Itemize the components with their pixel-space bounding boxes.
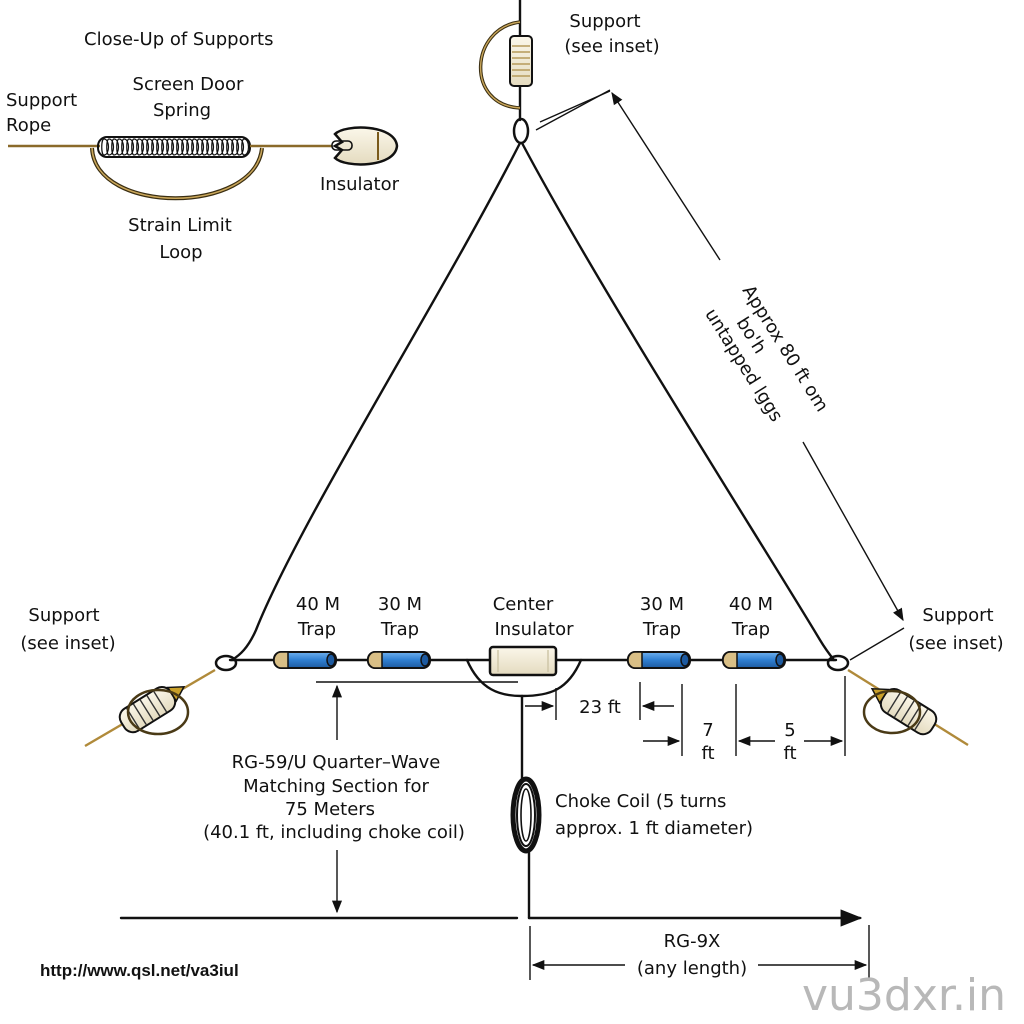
dim-5ft-label-2: ft	[783, 743, 796, 764]
right-support-label-1: Support	[922, 605, 993, 626]
matching-label-4: (40.1 ft, including choke coil)	[203, 822, 465, 843]
trap-40m-left	[273, 651, 337, 669]
source-url[interactable]: http://www.qsl.net/va3iul	[40, 961, 239, 980]
left-leg-wire	[230, 141, 522, 662]
matching-label-3: 75 Meters	[285, 799, 375, 820]
inset-close-up: Close-Up of Supports Support Rope Screen…	[6, 29, 400, 263]
trap-30m-right-label-2: Trap	[642, 619, 681, 640]
strain-loop-label-1: Strain Limit	[128, 215, 232, 236]
trap-40m-left-label-1: 40 M	[296, 594, 340, 615]
matching-label-1: RG-59/U Quarter–Wave	[232, 752, 441, 773]
trap-30m-left-label-1: 30 M	[378, 594, 422, 615]
spring-label-2: Spring	[153, 100, 211, 121]
right-support: Support (see inset)	[826, 605, 1004, 747]
dim-7ft-label-2: ft	[701, 743, 714, 764]
matching-label-2: Matching Section for	[243, 776, 429, 797]
support-rope-label-2: Rope	[6, 115, 51, 136]
inset-title: Close-Up of Supports	[84, 29, 273, 50]
center-insulator-label-2: Insulator	[494, 619, 574, 640]
choke-coil-label-2: approx. 1 ft diameter)	[555, 818, 753, 839]
feedline-label-1: RG-9X	[664, 931, 721, 952]
leg-dim-ext	[539, 90, 611, 123]
trap-40m-left-label-2: Trap	[297, 619, 336, 640]
left-support: Support (see inset)	[20, 605, 238, 748]
right-leg-wire	[520, 141, 836, 662]
top-insulator-icon	[509, 35, 533, 87]
dim-23ft-label: 23 ft	[579, 697, 621, 718]
dim-7ft-label-1: 7	[702, 720, 713, 741]
inset-insulator-icon	[331, 126, 399, 166]
support-rope-label-1: Support	[6, 90, 77, 111]
trap-30m-right	[627, 651, 691, 669]
spring-label-1: Screen Door	[133, 74, 244, 95]
trap-30m-left-label-2: Trap	[380, 619, 419, 640]
center-insulator-label-1: Center	[493, 594, 554, 615]
leg-dim-arrow-top	[611, 91, 721, 261]
dim-5ft-label-1: 5	[784, 720, 795, 741]
right-eye-ring	[826, 654, 850, 672]
top-support-label-2: (see inset)	[564, 36, 659, 57]
screen-door-spring	[97, 136, 251, 158]
center-insulator	[465, 645, 583, 698]
choke-coil-icon	[510, 776, 542, 854]
strain-limit-loop	[90, 147, 264, 201]
insulator-label: Insulator	[320, 174, 400, 195]
top-support: Support (see inset)	[478, 0, 660, 145]
right-insulator-icon	[870, 687, 938, 736]
left-support-label-2: (see inset)	[20, 633, 115, 654]
right-support-label-2: (see inset)	[908, 633, 1003, 654]
trap-30m-right-label-1: 30 M	[640, 594, 684, 615]
strain-loop-label-2: Loop	[159, 242, 202, 263]
left-support-label-1: Support	[28, 605, 99, 626]
trap-40m-right	[722, 651, 786, 669]
top-support-label-1: Support	[569, 11, 640, 32]
top-eye-ring	[512, 117, 530, 145]
trap-40m-right-label-2: Trap	[731, 619, 770, 640]
trap-40m-right-label-1: 40 M	[729, 594, 773, 615]
trap-30m-left	[367, 651, 431, 669]
watermark: vu3dxr.in	[802, 970, 1006, 1021]
left-insulator-icon	[118, 685, 186, 734]
choke-coil-label-1: Choke Coil (5 turns	[555, 791, 726, 812]
left-eye-ring	[214, 654, 238, 672]
leg-dim-arrow-bottom	[802, 441, 904, 622]
leg-length-note: Approx 80 ft om bo'h untapped lggs	[700, 282, 832, 426]
feedline-label-2: (any length)	[637, 958, 747, 979]
